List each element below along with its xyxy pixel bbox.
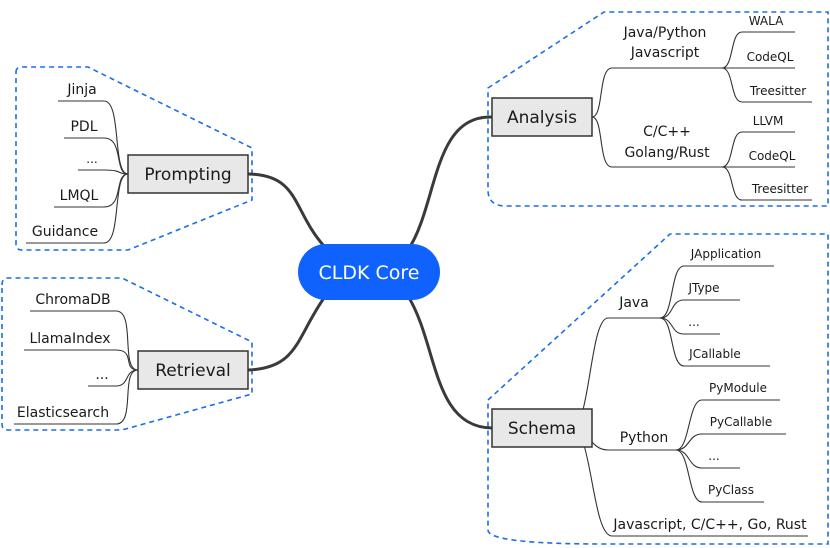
- schema-java-label: Java: [618, 295, 649, 311]
- analysis-group2-line2: Golang/Rust: [624, 145, 710, 161]
- analysis-tool-treesitter-2: Treesitter: [751, 182, 808, 196]
- retrieval-branches: [14, 310, 139, 425]
- trunk-schema: [406, 295, 493, 430]
- schema-python-item-2: PyCallable: [710, 415, 772, 429]
- prompting-item-lmql: LMQL: [60, 188, 99, 204]
- trunk-prompting: [247, 172, 326, 247]
- center-label: CLDK Core: [319, 262, 420, 284]
- schema-label: Schema: [508, 419, 576, 439]
- schema-group-outline: [487, 233, 829, 545]
- analysis-group2-line1: C/C++: [643, 124, 691, 140]
- analysis-tool-treesitter-1: Treesitter: [749, 84, 806, 98]
- schema-java-item-2: JType: [687, 281, 719, 295]
- retrieval-group-outline: [1, 277, 253, 431]
- schema-java-item-3: ...: [688, 315, 699, 329]
- retrieval-item-chromadb: ChromaDB: [35, 292, 110, 308]
- analysis-label: Analysis: [507, 108, 577, 128]
- schema-python-item-1: PyModule: [709, 381, 767, 395]
- schema-java-item-4: JCallable: [688, 347, 741, 361]
- schema-java-item-1: JApplication: [690, 247, 761, 261]
- analysis-branches: [591, 31, 812, 201]
- analysis-tool-codeql-2: CodeQL: [749, 149, 796, 163]
- analysis-tool-codeql-1: CodeQL: [747, 50, 794, 64]
- prompting-item-jinja: Jinja: [66, 82, 96, 98]
- schema-others-label: Javascript, C/C++, Go, Rust: [612, 517, 807, 533]
- prompting-node[interactable]: [127, 154, 249, 194]
- prompting-branches: [26, 100, 129, 244]
- analysis-node[interactable]: [491, 97, 593, 137]
- prompting-label: Prompting: [144, 165, 231, 185]
- analysis-tool-llvm: LLVM: [753, 114, 784, 128]
- retrieval-node[interactable]: [137, 350, 249, 390]
- prompting-group-outline: [15, 66, 253, 251]
- trunk-retrieval: [247, 297, 326, 372]
- schema-node[interactable]: [491, 408, 593, 448]
- trunk-analysis: [406, 115, 493, 251]
- retrieval-item-llamaindex: LlamaIndex: [29, 331, 110, 347]
- center-node[interactable]: [298, 244, 440, 300]
- retrieval-item-ellipsis: ...: [95, 367, 108, 383]
- retrieval-item-elasticsearch: Elasticsearch: [17, 405, 109, 421]
- prompting-item-ellipsis: ...: [86, 152, 97, 166]
- prompting-item-pdl: PDL: [70, 119, 97, 135]
- analysis-tool-wala: WALA: [749, 14, 784, 28]
- schema-python-item-3: ...: [708, 449, 719, 463]
- retrieval-label: Retrieval: [155, 361, 231, 381]
- analysis-group1-line1: Java/Python: [623, 25, 707, 41]
- analysis-group-outline: [487, 11, 829, 207]
- schema-python-label: Python: [620, 430, 669, 446]
- prompting-item-guidance: Guidance: [32, 224, 98, 240]
- schema-branches: [571, 265, 808, 537]
- analysis-group1-line2: Javascript: [630, 45, 700, 61]
- schema-python-item-4: PyClass: [708, 483, 754, 497]
